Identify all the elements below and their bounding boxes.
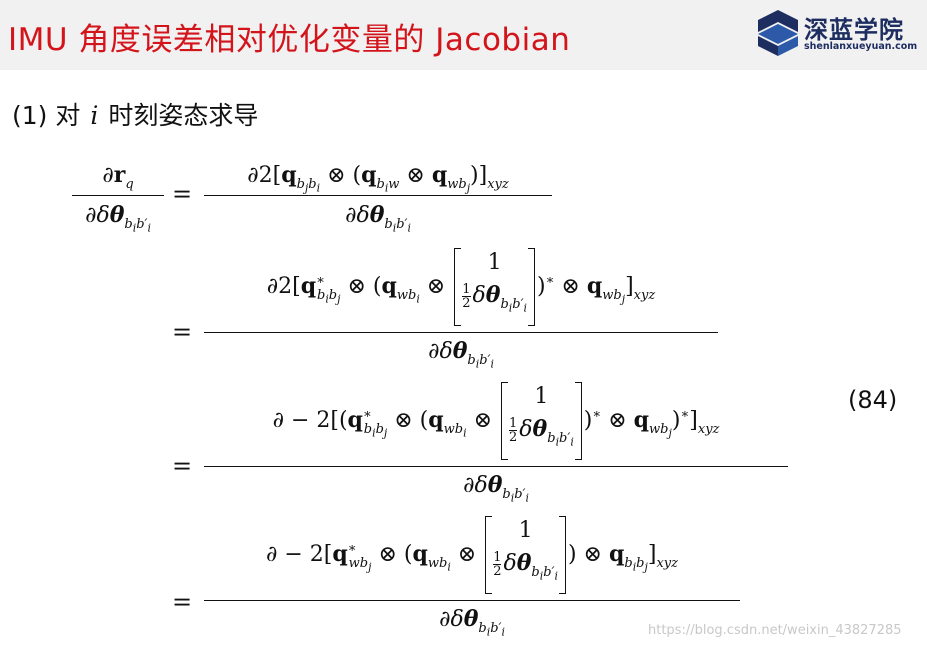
equals-sign: = — [172, 452, 193, 480]
step-4-denominator: ∂δθbib′i — [439, 606, 505, 639]
section-prefix: (1) 对 — [12, 101, 81, 130]
lhs-fraction: ∂rq ∂δθbib′i — [72, 158, 164, 240]
fraction-bar — [204, 600, 740, 602]
fraction-bar — [72, 195, 164, 197]
step-2-denominator: ∂δθbib′i — [428, 338, 494, 371]
fraction-bar — [204, 466, 788, 468]
step-1-numerator: ∂2[qbjbi ⊗ (qbiw ⊗ qwbj)]xyz — [247, 162, 509, 195]
slide-header: IMU 角度误差相对优化变量的 Jacobian 深蓝学院 shenlanxue… — [0, 0, 927, 70]
logo-name: 深蓝学院 — [804, 16, 904, 44]
shenlan-logo-icon — [758, 10, 798, 56]
step-3-denominator: ∂δθbib′i — [463, 472, 529, 505]
slide-title: IMU 角度误差相对优化变量的 Jacobian — [8, 22, 571, 58]
section-suffix: 时刻姿态求导 — [108, 101, 259, 130]
section-variable: i — [90, 101, 99, 130]
step-1-fraction: ∂2[qbjbi ⊗ (qbiw ⊗ qwbj)]xyz ∂δθbib′i — [204, 158, 552, 240]
equals-sign: = — [172, 318, 193, 346]
equals-sign: = — [172, 588, 193, 616]
equation-number: (84) — [848, 386, 898, 414]
fraction-bar — [204, 332, 718, 334]
equals-sign: = — [172, 180, 193, 208]
watermark: https://blog.csdn.net/weixin_43827285 — [648, 623, 902, 638]
fraction-bar — [204, 195, 552, 197]
section-heading: (1) 对 i 时刻姿态求导 — [12, 96, 258, 132]
lhs-numerator: ∂rq — [102, 162, 134, 192]
lhs-denominator: ∂δθbib′i — [85, 202, 151, 235]
step-1-denominator: ∂δθbib′i — [345, 202, 411, 235]
logo-url: shenlanxueyuan.com — [804, 41, 918, 52]
logo: 深蓝学院 shenlanxueyuan.com — [758, 8, 918, 60]
